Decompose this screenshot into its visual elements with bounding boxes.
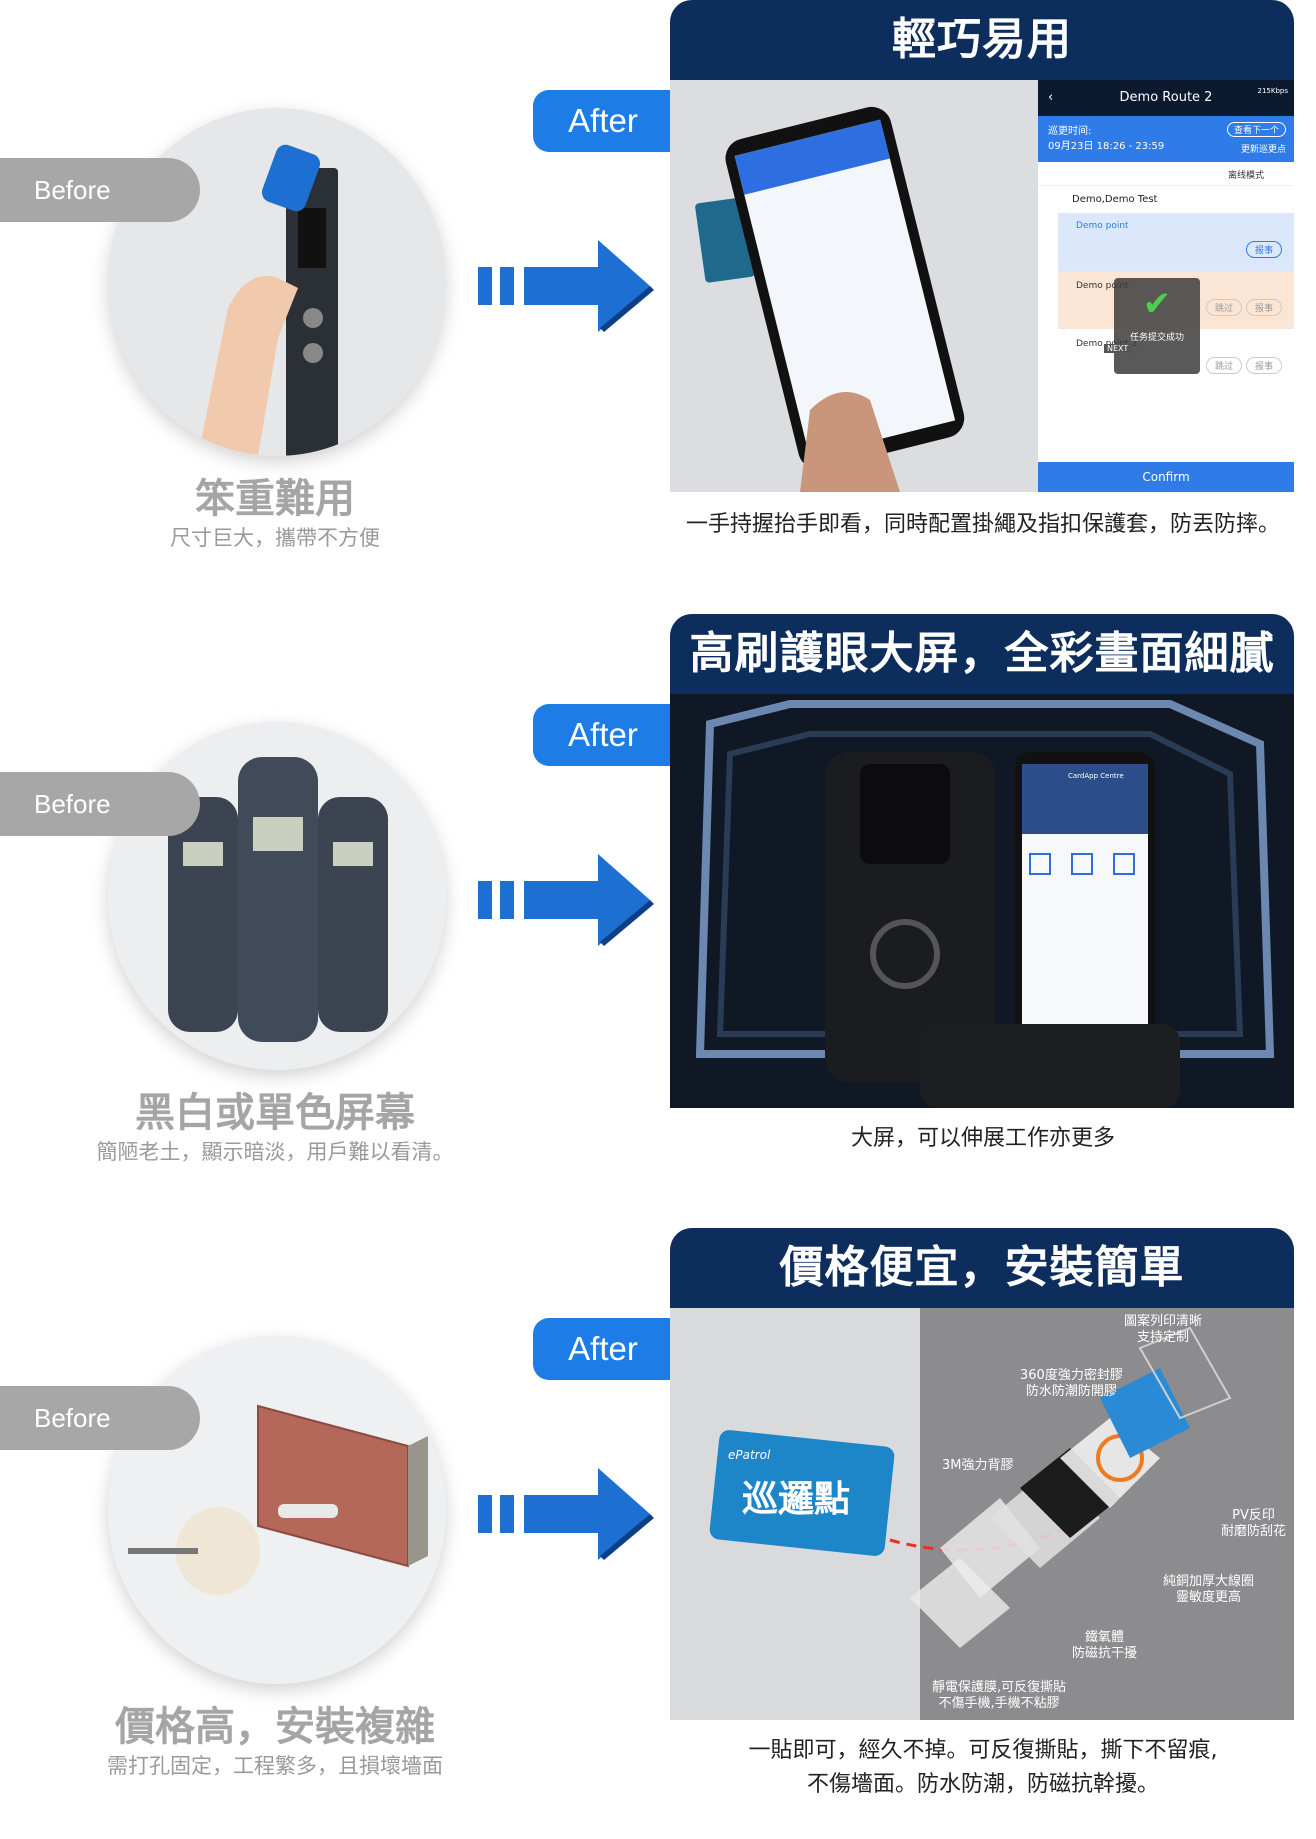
- tag-brand: ePatrol: [728, 1448, 771, 1462]
- after-title: 價格便宜，安裝簡單: [670, 1228, 1294, 1308]
- after-image-phone-app: ‹ Demo Route 2 215Kbps 巡更时间: 09月23日 18:2…: [670, 80, 1294, 492]
- after-image-color-phone: CardApp Centre: [670, 694, 1294, 1108]
- feature-label-3: 3M強力背膠: [942, 1458, 1014, 1473]
- comparison-row-2: Before 黑白或單色屏幕 簡陋老土，顯示暗淡，用戶難以看清。 After 高…: [0, 614, 1316, 1224]
- after-title: 輕巧易用: [670, 0, 1294, 80]
- tag-text: 巡邏點: [742, 1479, 851, 1520]
- feature-label-7: 靜電保護膜,可反復撕貼不傷手機,手機不粘膠: [932, 1680, 1067, 1711]
- success-toast: ✔ 任务提交成功: [1114, 278, 1200, 374]
- report-button[interactable]: 报事: [1245, 357, 1282, 374]
- feature-label-6: 鐵氧體防磁抗干擾: [1072, 1630, 1138, 1661]
- back-icon[interactable]: ‹: [1048, 90, 1054, 105]
- before-label: Before: [0, 158, 200, 222]
- feature-label-4: PV反印耐磨防刮花: [1220, 1508, 1286, 1539]
- after-caption: 一手持握抬手即看，同時配置掛繩及指扣保護套，防丟防摔。: [685, 512, 1280, 537]
- before-title: 黑白或單色屏幕: [135, 1090, 415, 1136]
- arrow-right-icon: [478, 240, 654, 332]
- offline-mode-toggle[interactable]: 离线模式: [1227, 171, 1264, 181]
- after-image-sticker-tag: ePatrol 巡邏點 圖案列印清晰支持定制 360度強力密封膠防水防潮防開膠 …: [670, 1308, 1294, 1720]
- feature-label-5: 純銅加厚大線圈靈敏度更高: [1162, 1574, 1254, 1605]
- after-label: After: [533, 704, 673, 766]
- before-subtitle: 尺寸巨大，攜帶不方便: [170, 526, 380, 550]
- app-title: CardApp Centre: [1068, 772, 1124, 780]
- skip-button[interactable]: 跳过: [1205, 357, 1242, 374]
- signal-text: 215Kbps: [1257, 87, 1289, 95]
- report-button[interactable]: 报事: [1245, 299, 1282, 316]
- before-label: Before: [0, 1386, 200, 1450]
- report-button[interactable]: 报事: [1245, 241, 1282, 258]
- update-points-checkbox[interactable]: 更新巡更点: [1240, 145, 1286, 155]
- arrow-right-icon: [478, 1468, 654, 1560]
- after-caption-line-1: 一貼即可，經久不掉。可反復撕貼，撕下不留痕,: [748, 1738, 1218, 1763]
- before-title: 價格高，安裝複雜: [115, 1704, 435, 1750]
- after-caption: 一貼即可，經久不掉。可反復撕貼，撕下不留痕, 不傷墻面。防水防潮，防磁抗幹擾。: [660, 1734, 1306, 1802]
- skip-button[interactable]: 跳过: [1205, 299, 1242, 316]
- confirm-button[interactable]: Confirm: [1038, 462, 1294, 492]
- next-point-button[interactable]: 查看下一个: [1226, 122, 1286, 137]
- after-caption-line-2: 不傷墻面。防水防潮，防磁抗幹擾。: [806, 1772, 1159, 1797]
- next-tag: NEXT: [1104, 344, 1132, 353]
- after-label: After: [533, 1318, 673, 1380]
- point-1-label: Demo point: [1076, 221, 1129, 231]
- before-label: Before: [0, 772, 200, 836]
- after-label: After: [533, 90, 673, 152]
- route-title: Demo Route 2: [1119, 90, 1213, 105]
- arrow-right-icon: [478, 854, 654, 946]
- before-subtitle: 簡陋老土，顯示暗淡，用戶難以看清。: [96, 1140, 454, 1164]
- comparison-row-3: Before 價格高，安裝複雜 需打孔固定，工程繁多，且損壞墻面 After 價…: [0, 1228, 1316, 1838]
- time-value: 09月23日 18:26 - 23:59: [1048, 141, 1165, 152]
- after-caption: 大屏，可以伸展工作亦更多: [850, 1126, 1115, 1151]
- feature-label-1: 圖案列印清晰支持定制: [1123, 1314, 1202, 1345]
- after-title: 高刷護眼大屏，全彩畫面細膩: [670, 614, 1294, 694]
- before-subtitle: 需打孔固定，工程繁多，且損壞墻面: [107, 1754, 443, 1778]
- feature-label-2: 360度強力密封膠防水防潮防開膠: [1020, 1368, 1123, 1399]
- route-name: Demo,Demo Test: [1072, 194, 1158, 205]
- comparison-row-1: Before 笨重難用 尺寸巨大，攜帶不方便 After 輕巧易用 ‹ Demo…: [0, 0, 1316, 610]
- before-title: 笨重難用: [195, 476, 355, 522]
- point-2-label: Demo point: [1076, 281, 1129, 291]
- time-label: 巡更时间:: [1048, 126, 1092, 137]
- app-screen: ‹ Demo Route 2 215Kbps 巡更时间: 09月23日 18:2…: [1038, 80, 1294, 492]
- check-icon: ✔: [1142, 284, 1172, 324]
